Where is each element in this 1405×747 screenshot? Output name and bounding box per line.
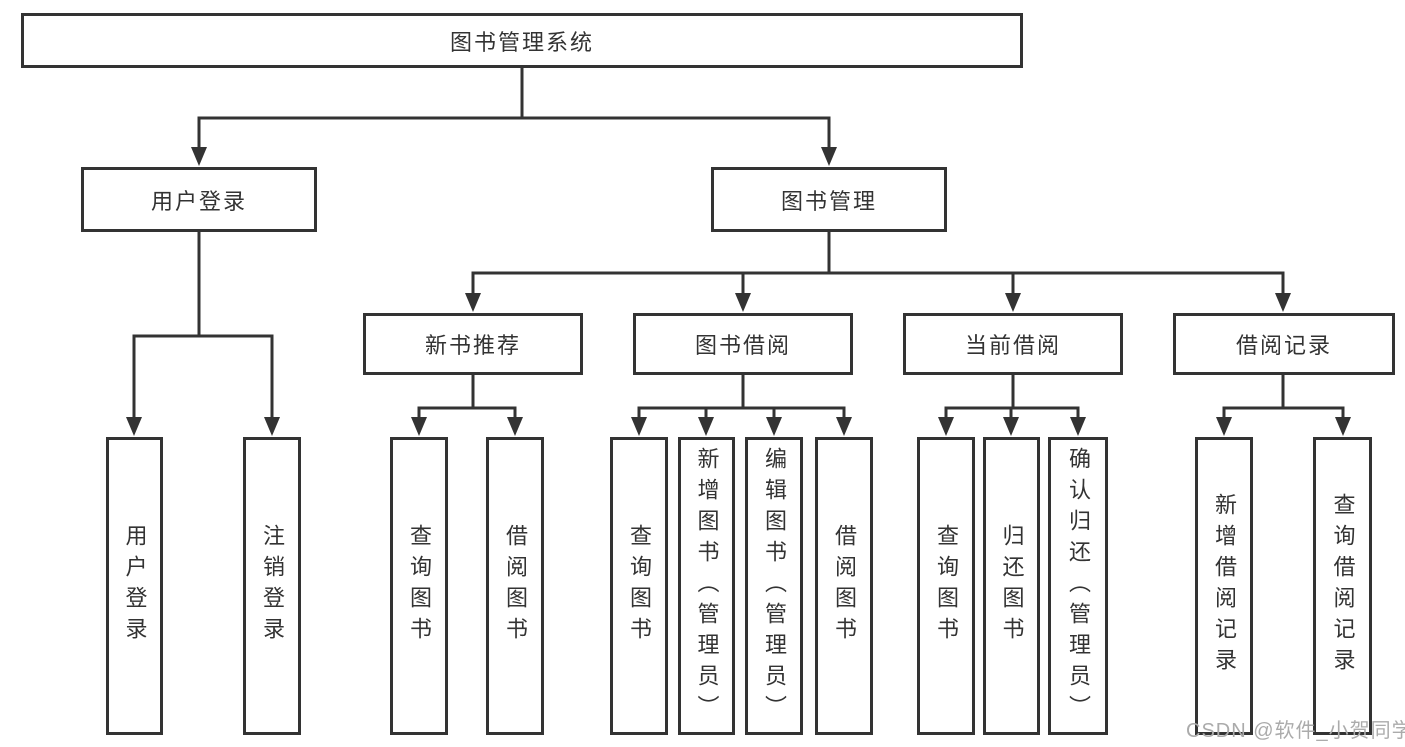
node-borrow-records-label: 借阅记录: [1235, 333, 1332, 358]
node-current-borrow: 当前借阅: [903, 313, 1123, 375]
leaf-logout: 注销登录: [243, 437, 301, 735]
node-borrow-records: 借阅记录: [1173, 313, 1395, 375]
node-book-management-label: 图书管理: [780, 188, 877, 214]
leaf-borrow-borrow-books: 借阅图书: [815, 437, 873, 735]
node-book-borrow-label: 图书借阅: [694, 333, 791, 358]
leaf-borrow-edit-books-admin: 编辑图书（管理员）: [745, 437, 803, 735]
node-book-borrow: 图书借阅: [633, 313, 853, 375]
node-root-label: 图书管理系统: [449, 29, 594, 55]
node-new-book-recommend-label: 新书推荐: [424, 333, 521, 358]
leaf-current-confirm-return-admin: 确认归还（管理员）: [1048, 437, 1108, 735]
csdn-watermark: CSDN @软件_小贺同学: [1186, 720, 1405, 742]
node-root-system: 图书管理系统: [21, 13, 1023, 68]
leaf-current-query-books: 查询图书: [917, 437, 975, 735]
node-current-borrow-label: 当前借阅: [964, 333, 1061, 358]
node-book-management-module: 图书管理: [711, 167, 947, 232]
node-user-login-module: 用户登录: [81, 167, 317, 232]
leaf-borrow-add-books-admin: 新增图书（管理员）: [678, 437, 735, 735]
node-user-login-label: 用户登录: [150, 188, 247, 214]
leaf-records-add-record: 新增借阅记录: [1195, 437, 1253, 735]
leaf-user-login: 用户登录: [106, 437, 163, 735]
leaf-recommend-query-books: 查询图书: [390, 437, 448, 735]
leaf-recommend-borrow-books: 借阅图书: [486, 437, 544, 735]
leaf-borrow-query-books: 查询图书: [610, 437, 668, 735]
leaf-records-query-record: 查询借阅记录: [1313, 437, 1372, 735]
leaf-current-return-books: 归还图书: [983, 437, 1040, 735]
node-new-book-recommend: 新书推荐: [363, 313, 583, 375]
